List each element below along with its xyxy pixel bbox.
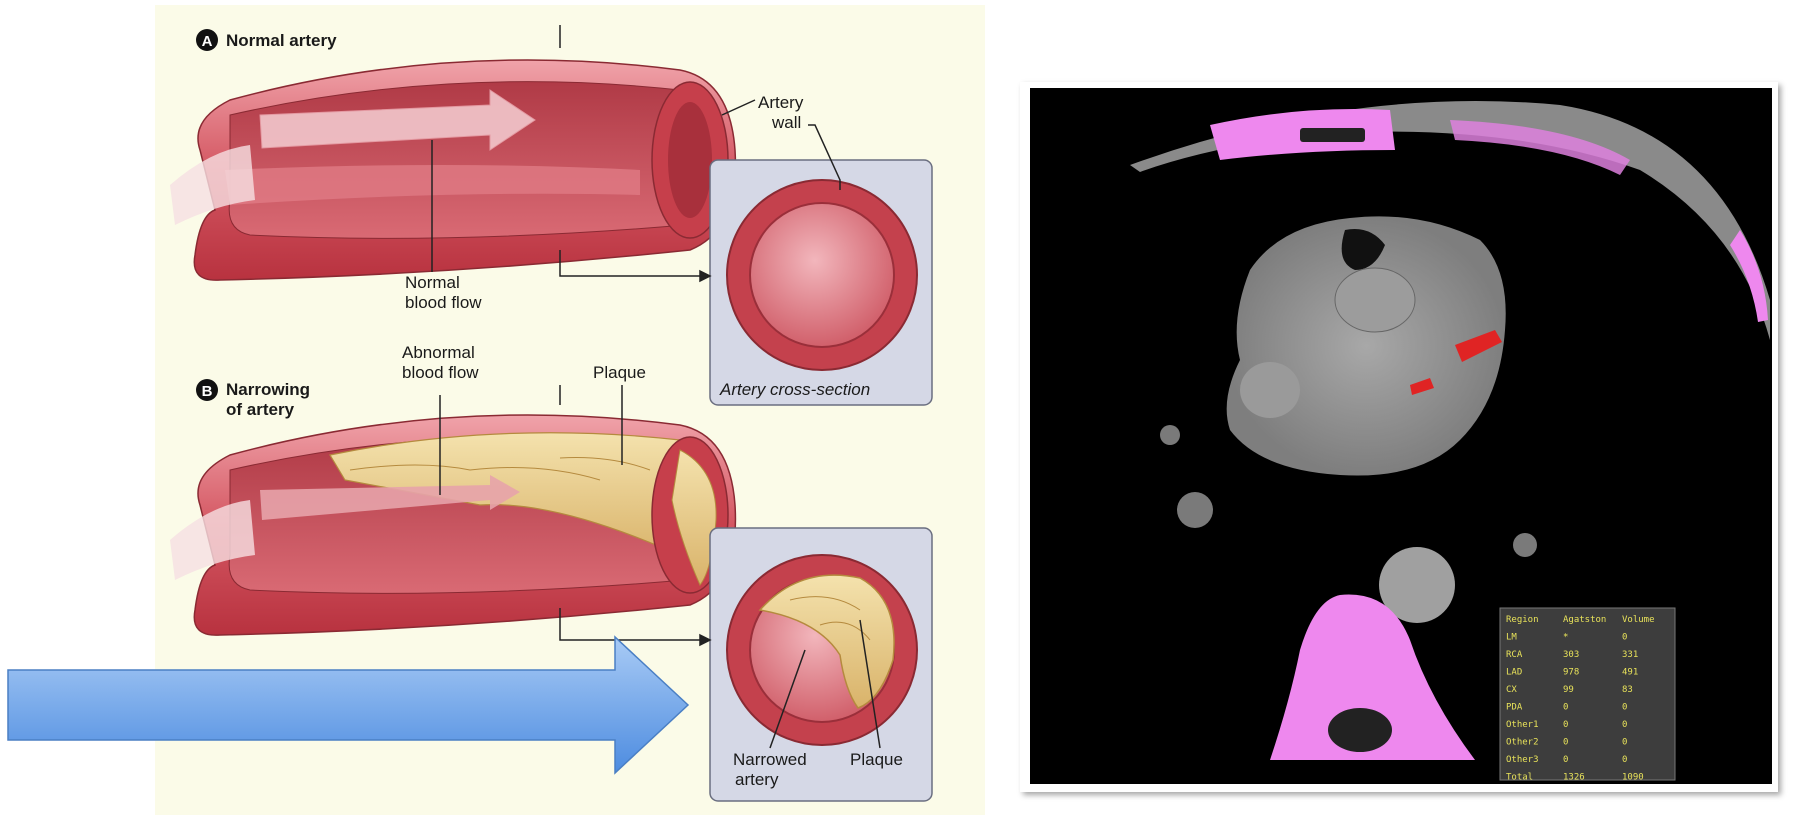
normal-flow-label-line1: Normal — [405, 273, 460, 292]
panel-a-title: Normal artery — [226, 31, 337, 50]
abnormal-flow-label-line1: Abnormal — [402, 343, 475, 362]
plaque-label-bottom: Plaque — [850, 750, 903, 769]
table-cell: 0 — [1622, 720, 1627, 730]
table-header-cell: Agatston — [1563, 615, 1606, 625]
plaque-label-top: Plaque — [593, 363, 646, 382]
table-cell: Other2 — [1506, 738, 1539, 748]
table-cell: CX — [1506, 685, 1517, 695]
table-cell: 0 — [1622, 755, 1627, 765]
table-header-cell: Volume — [1622, 615, 1655, 625]
table-cell: 0 — [1622, 738, 1627, 748]
badge-a: A — [196, 29, 218, 51]
table-cell: LAD — [1506, 668, 1522, 678]
table-cell: Other3 — [1506, 755, 1539, 765]
table-cell: 978 — [1563, 668, 1579, 678]
badge-a-letter: A — [202, 33, 213, 50]
normal-artery-tube — [170, 60, 735, 280]
table-cell: 0 — [1622, 703, 1627, 713]
artery-wall-label-line1: Artery — [758, 93, 804, 112]
table-cell: RCA — [1506, 650, 1523, 660]
table-cell: * — [1563, 633, 1568, 643]
badge-b-letter: B — [202, 383, 213, 400]
table-cell: 99 — [1563, 685, 1574, 695]
table-cell: 0 — [1563, 703, 1568, 713]
normal-flow-label-line2: blood flow — [405, 293, 482, 312]
table-cell: 0 — [1622, 633, 1627, 643]
narrowed-artery-tube — [170, 415, 735, 635]
table-cell: 1090 — [1622, 773, 1644, 783]
table-cell: 0 — [1563, 738, 1568, 748]
narrowed-artery-label-line1: Narrowed — [733, 750, 807, 769]
panel-b-title-line2: of artery — [226, 400, 295, 419]
table-cell: 83 — [1622, 685, 1633, 695]
table-cell: Total — [1506, 773, 1533, 783]
abnormal-flow-label-line2: blood flow — [402, 363, 479, 382]
panel-b-title-line1: Narrowing — [226, 380, 310, 399]
table-cell: 491 — [1622, 668, 1638, 678]
badge-b: B — [196, 379, 218, 401]
table-cell: 0 — [1563, 720, 1568, 730]
table-cell: 303 — [1563, 650, 1579, 660]
narrowed-artery-label-line2: artery — [735, 770, 779, 789]
table-header-cell: Region — [1506, 615, 1539, 625]
cross-section-caption: Artery cross-section — [719, 380, 870, 399]
table-cell: 0 — [1563, 755, 1568, 765]
table-cell: PDA — [1506, 703, 1523, 713]
table-cell: 331 — [1622, 650, 1638, 660]
table-cell: Other1 — [1506, 720, 1539, 730]
table-cell: 1326 — [1563, 773, 1585, 783]
cross-section-normal — [710, 160, 932, 405]
table-cell: LM — [1506, 633, 1517, 643]
artery-wall-label-line2: wall — [771, 113, 801, 132]
